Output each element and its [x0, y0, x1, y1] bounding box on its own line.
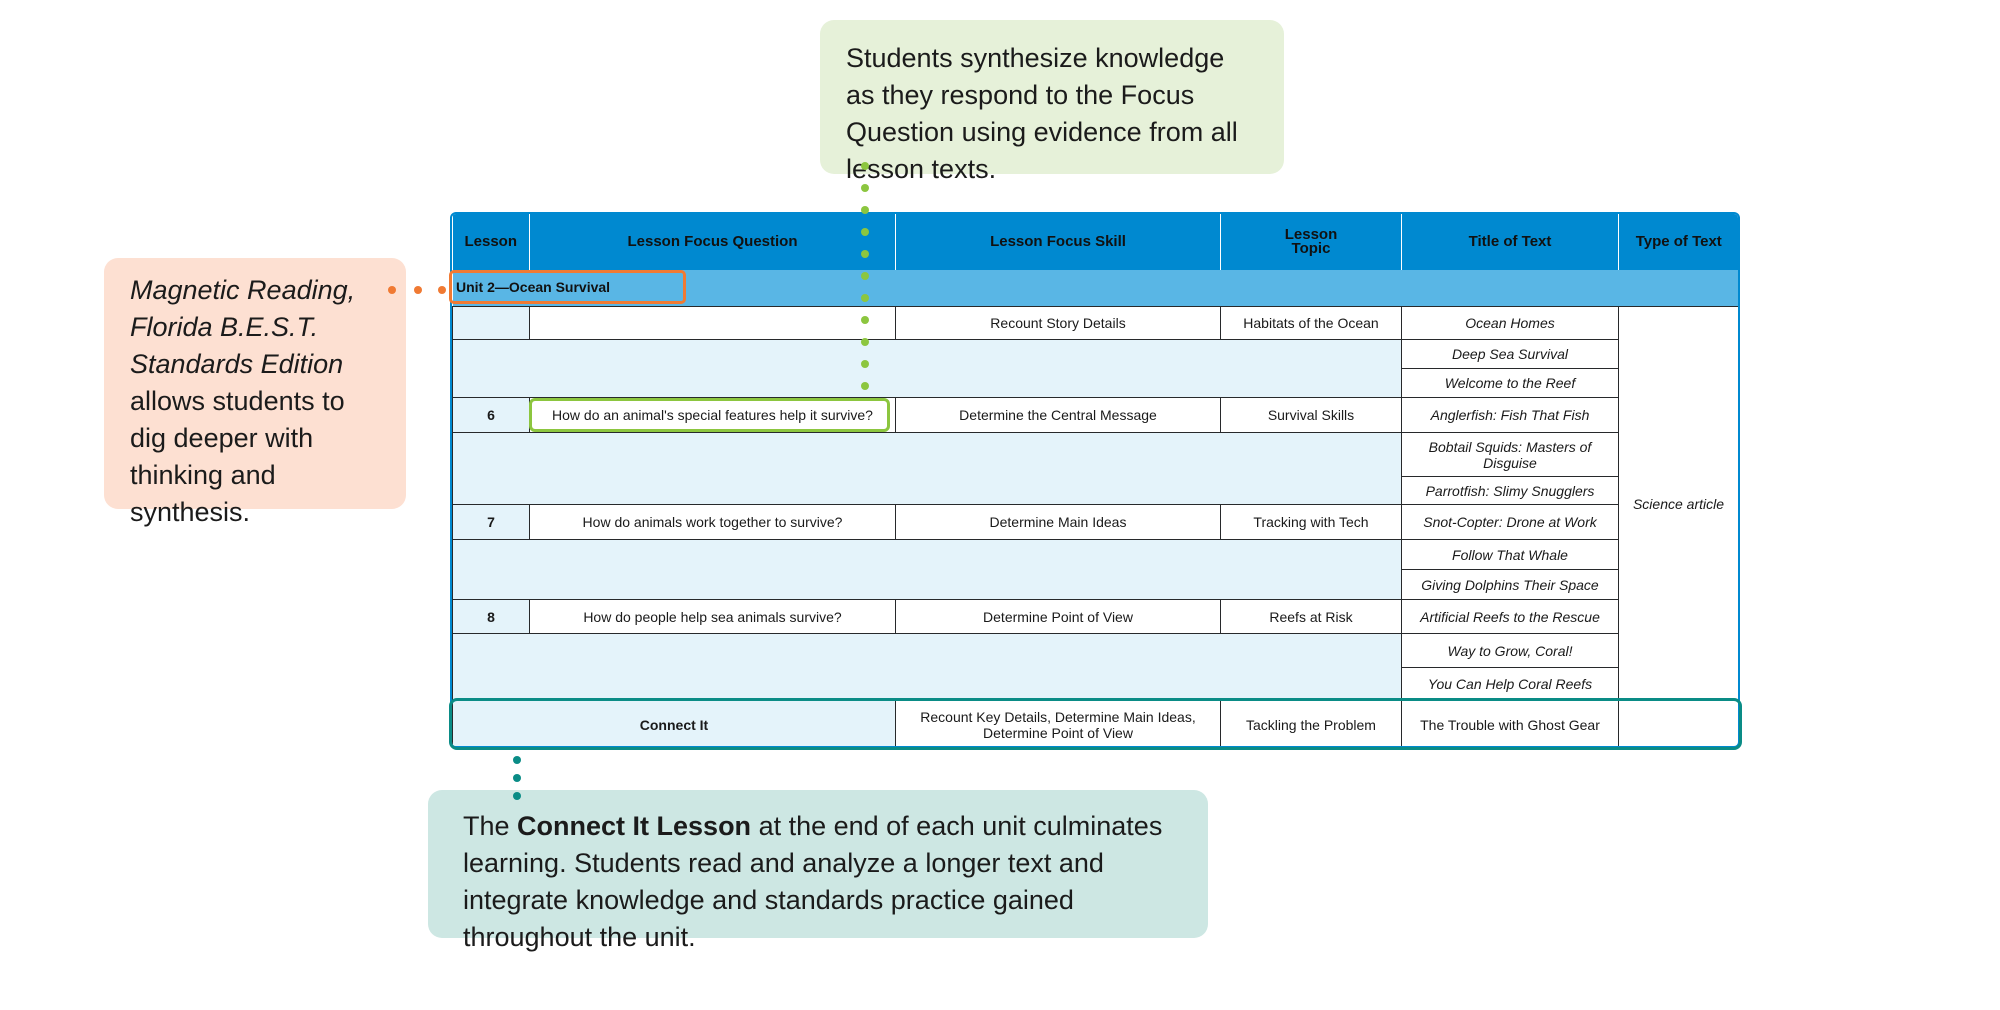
header-type-of-text: Type of Text — [1618, 214, 1738, 270]
unit-table: Lesson Lesson Focus Question Lesson Focu… — [450, 212, 1740, 748]
connect-it-bold: Connect It Lesson — [517, 811, 752, 841]
blank-span-cell — [452, 633, 1402, 701]
lesson-cell — [452, 306, 530, 340]
table-row: Deep Sea Survival — [452, 339, 1739, 398]
table-row: 6 How do an animal's special features he… — [452, 397, 1739, 433]
topic-cell: Tracking with Tech — [1220, 504, 1402, 540]
title-cell: Giving Dolphins Their Space — [1401, 569, 1619, 600]
connect-it-pre: The — [463, 811, 518, 841]
program-callout: Magnetic Reading, Florida B.E.S.T. Stand… — [104, 258, 406, 527]
table-row: Bobtail Squids: Masters of Disguise — [452, 432, 1739, 505]
unit-row-cell — [452, 270, 1738, 307]
title-cell: Anglerfish: Fish That Fish — [1401, 397, 1619, 433]
header-focus-question: Lesson Focus Question — [529, 214, 896, 270]
table-header-row: Lesson Lesson Focus Question Lesson Focu… — [452, 214, 1738, 270]
connect-it-label: Connect It — [452, 700, 896, 746]
header-lesson-topic: Lesson Topic — [1220, 214, 1402, 270]
topic-cell: Reefs at Risk — [1220, 599, 1402, 634]
blank-span-cell — [452, 432, 1402, 505]
skill-cell: Determine Main Ideas — [895, 504, 1221, 540]
header-lesson: Lesson — [452, 214, 530, 270]
connect-it-highlight — [449, 698, 1742, 750]
table-row: Giving Dolphins Their Space — [453, 569, 1739, 600]
type-cell — [1618, 700, 1738, 746]
table-row: 8 How do people help sea animals survive… — [452, 599, 1739, 634]
unit-label-highlight: Unit 2—Ocean Survival — [449, 270, 686, 304]
question-cell: How do an animal's special features help… — [529, 397, 896, 433]
table-row: Recount Story Details Habitats of the Oc… — [452, 306, 1738, 701]
title-cell: Deep Sea Survival — [1401, 339, 1619, 369]
question-cell: How do animals work together to survive? — [529, 504, 896, 540]
topic-cell: Tackling the Problem — [1220, 700, 1402, 746]
skill-cell: Determine Point of View — [895, 599, 1221, 634]
title-cell: Artificial Reefs to the Rescue — [1401, 599, 1619, 634]
program-callout-text: allows students to dig deeper with think… — [130, 386, 345, 527]
title-cell: Way to Grow, Coral! — [1401, 633, 1619, 668]
table-row: Way to Grow, Coral! — [452, 633, 1739, 701]
program-title: Magnetic Reading, Florida B.E.S.T. Stand… — [130, 275, 356, 379]
header-title-of-text: Title of Text — [1401, 214, 1619, 270]
question-cell — [529, 306, 896, 340]
focus-question-highlight — [529, 398, 890, 432]
blank-span-cell — [452, 539, 1402, 600]
header-lesson-topic-text: Lesson Topic — [1284, 226, 1338, 257]
table-row: Follow That Whale — [452, 539, 1739, 600]
title-cell: Follow That Whale — [1401, 539, 1619, 570]
title-cell: Welcome to the Reef — [1401, 368, 1619, 398]
skill-cell: Determine the Central Message — [895, 397, 1221, 433]
connect-it-row: Connect It Recount Key Details, Determin… — [452, 700, 1738, 746]
skill-cell: Recount Key Details, Determine Main Idea… — [895, 700, 1221, 746]
synthesis-callout-text: Students synthesize knowledge as they re… — [846, 43, 1238, 184]
lesson-number: 6 — [452, 397, 530, 433]
lesson-number: 8 — [452, 599, 530, 634]
table-row: Parrotfish: Slimy Snugglers — [453, 476, 1739, 505]
table-row: 7 How do animals work together to surviv… — [452, 504, 1739, 540]
unit-label: Unit 2—Ocean Survival — [456, 279, 611, 295]
topic-cell: Habitats of the Ocean — [1220, 306, 1402, 340]
type-of-text-cell: Science article — [1618, 306, 1738, 701]
connect-it-callout: The Connect It Lesson at the end of each… — [428, 790, 1208, 952]
header-focus-skill: Lesson Focus Skill — [895, 214, 1221, 270]
unit-row — [452, 270, 1738, 307]
title-cell: Snot-Copter: Drone at Work — [1401, 504, 1619, 540]
title-cell: The Trouble with Ghost Gear — [1401, 700, 1619, 746]
blank-span-cell — [452, 339, 1402, 398]
synthesis-callout: Students synthesize knowledge as they re… — [820, 20, 1284, 184]
topic-cell: Survival Skills — [1220, 397, 1402, 433]
title-cell: Parrotfish: Slimy Snugglers — [1401, 476, 1619, 505]
lesson-number: 7 — [452, 504, 530, 540]
question-cell: How do people help sea animals survive? — [529, 599, 896, 634]
connect-it-post: at the end of each unit culminates learn… — [463, 811, 1163, 952]
title-cell: You Can Help Coral Reefs — [1401, 667, 1619, 701]
title-cell: Ocean Homes — [1401, 306, 1619, 340]
title-cell: Bobtail Squids: Masters of Disguise — [1401, 432, 1619, 477]
skill-cell: Recount Story Details — [895, 306, 1221, 340]
